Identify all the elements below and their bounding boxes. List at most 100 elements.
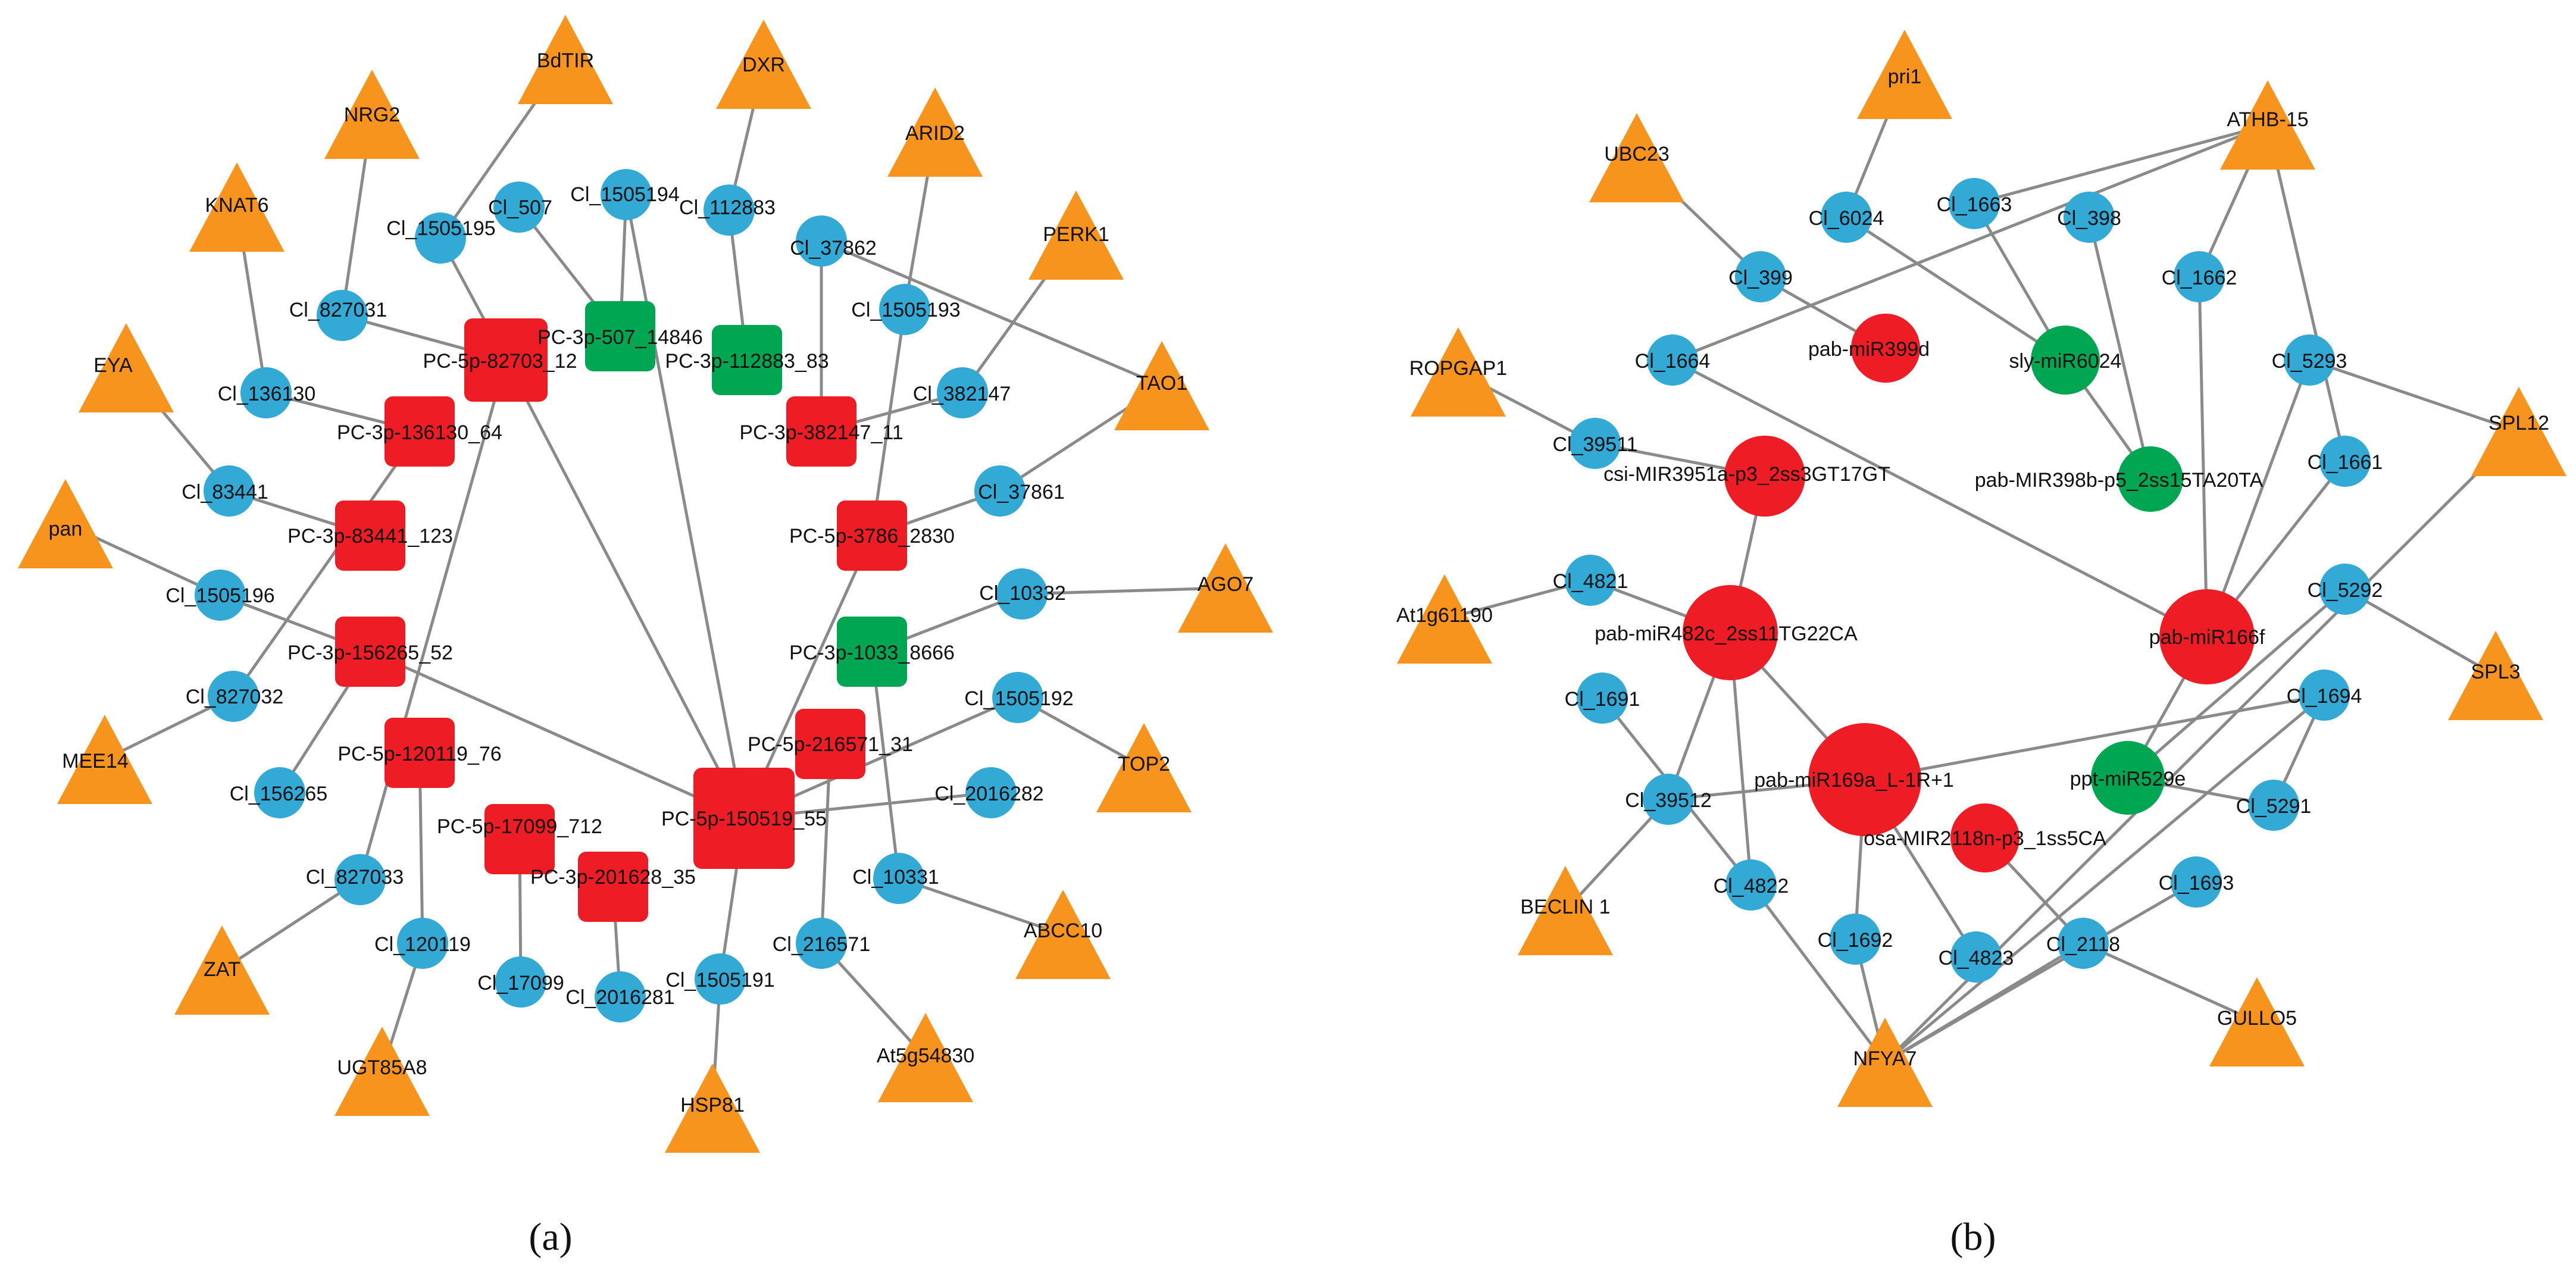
- node-cl-4822-label: Cl_4822: [1714, 875, 1789, 897]
- node-at1g61190-triangle: [1397, 574, 1492, 664]
- node-cl-83441-circle: [204, 465, 255, 517]
- edge-zat-cl-827033: [221, 878, 361, 972]
- node-cl-1664-label: Cl_1664: [1635, 350, 1711, 373]
- node-cl-2016282-label: Cl_2016282: [934, 783, 1043, 805]
- node-cl-156265-label: Cl_156265: [230, 783, 327, 805]
- node-zat-label: ZAT: [204, 958, 240, 981]
- node-pab-mir399d-circle: [1851, 314, 1920, 383]
- edge-cl-1663-athb-15: [1974, 123, 2268, 205]
- node-cl-1691-label: Cl_1691: [1565, 688, 1640, 711]
- node-cl-39511-circle: [1570, 418, 1621, 469]
- node-cl-2118-label: Cl_2118: [2046, 933, 2120, 956]
- node-cl-5292-circle: [2319, 564, 2371, 615]
- node-pab-mir166f-label: pab-miR166f: [2149, 626, 2265, 649]
- node-beclin-1-label: BECLIN 1: [1520, 896, 1610, 918]
- node-cl-1505191-label: Cl_1505191: [665, 969, 774, 991]
- node-cl-4821-circle: [1565, 555, 1616, 606]
- node-gullo5-label: GULLO5: [2217, 1007, 2297, 1030]
- node-cl-1693-label: Cl_1693: [2159, 872, 2234, 894]
- node-pc-3p-112883-83-label: PC-3p-112883_83: [665, 350, 829, 373]
- node-pc-5p-150519-55-square: [693, 768, 795, 869]
- node-ago7-triangle: [1178, 543, 1273, 633]
- node-cl-6024-label: Cl_6024: [1809, 207, 1884, 230]
- node-pab-mir482c-2ss11tg22ca-label: pab-miR482c_2ss11TG22CA: [1595, 623, 1858, 645]
- edge-athb-15-cl-1664: [1672, 123, 2268, 362]
- node-sly-mir6024-label: sly-miR6024: [2009, 350, 2122, 373]
- node-cl-156265-circle: [254, 767, 305, 818]
- node-cl-1692-circle: [1830, 914, 1881, 965]
- node-eya-label: EYA: [93, 354, 133, 377]
- node-perk1-label: PERK1: [1043, 223, 1109, 246]
- node-pc-3p-83441-123-square: [335, 501, 405, 571]
- node-pan-triangle: [18, 479, 113, 568]
- node-pc-3p-1033-8666-label: PC-3p-1033_8666: [789, 642, 955, 664]
- edge-cl-5292-spl3: [2344, 587, 2497, 677]
- node-cl-507-label: Cl_507: [488, 196, 552, 219]
- node-cl-1505193-circle: [879, 284, 930, 335]
- node-pc-5p-216571-31-square: [795, 709, 865, 779]
- node-perk1-triangle: [1028, 190, 1124, 280]
- node-cl-10332-label: Cl_10332: [979, 582, 1066, 605]
- node-bdtir-label: BdTIR: [537, 49, 594, 72]
- node-cl-399-label: Cl_399: [1728, 267, 1793, 289]
- node-at1g61190-label: At1g61190: [1396, 604, 1493, 627]
- node-dxr-label: DXR: [742, 54, 785, 76]
- node-cl-5291-circle: [2248, 780, 2299, 831]
- edge-pc-3p-1033-8666-cl-10331: [870, 651, 901, 879]
- node-cl-1692-label: Cl_1692: [1818, 929, 1893, 952]
- node-abcc10-label: ABCC10: [1024, 919, 1102, 942]
- node-eya-triangle: [79, 323, 174, 412]
- node-pc-3p-382147-11-label: PC-3p-382147_11: [739, 421, 903, 444]
- node-pc-5p-120119-76-square: [384, 718, 455, 788]
- node-cl-5292-label: Cl_5292: [2308, 579, 2383, 602]
- node-cl-5291-label: Cl_5291: [2236, 795, 2312, 818]
- node-cl-37861-label: Cl_37861: [978, 481, 1065, 503]
- edge-cl-1505194-pc-5p-150519-55: [624, 194, 746, 819]
- node-cl-5293-circle: [2284, 334, 2335, 386]
- node-cl-399-circle: [1735, 251, 1786, 302]
- node-abcc10-triangle: [1015, 890, 1111, 979]
- edge-cl-1664-pab-mir166f: [1671, 358, 2208, 639]
- node-ropgap1-triangle: [1411, 327, 1506, 417]
- node-pc-5p-3786-2830-label: PC-5p-3786_2830: [789, 525, 955, 548]
- node-knat6-label: KNAT6: [205, 194, 268, 217]
- node-pc-5p-17099-712-square: [484, 804, 555, 874]
- edge-cl-5293-spl12: [2309, 358, 2519, 433]
- node-pc-3p-83441-123-label: PC-3p-83441_123: [287, 525, 453, 548]
- node-arid2-label: ARID2: [905, 122, 965, 145]
- node-knat6-triangle: [189, 162, 285, 252]
- node-cl-1505196-circle: [195, 570, 246, 621]
- node-ropgap1-label: ROPGAP1: [1409, 357, 1507, 380]
- node-hsp81-label: HSP81: [680, 1094, 745, 1116]
- node-ubc23-label: UBC23: [1604, 143, 1670, 165]
- node-at5g54830-triangle: [878, 1013, 973, 1102]
- node-cl-1505196-label: Cl_1505196: [165, 584, 274, 607]
- node-pc-3p-156265-52-label: PC-3p-156265_52: [287, 642, 453, 664]
- node-athb-15-label: ATHB-15: [2227, 108, 2308, 131]
- edge-cl-10331-abcc10: [898, 877, 1064, 936]
- node-cl-398-circle: [2064, 192, 2115, 243]
- node-cl-2016281-circle: [595, 971, 646, 1022]
- node-cl-1661-label: Cl_1661: [2308, 451, 2383, 474]
- node-cl-507-circle: [493, 182, 545, 233]
- node-spl3-triangle: [2448, 631, 2543, 720]
- node-cl-1505194-circle: [601, 169, 652, 220]
- node-cl-827031-label: Cl_827031: [289, 299, 387, 321]
- edge-cl-2118-gullo5: [2082, 942, 2258, 1024]
- node-pc-3p-507-14846-square: [585, 301, 655, 371]
- node-pc-3p-156265-52-square: [335, 617, 405, 687]
- node-pc-3p-201628-35-label: PC-3p-201628_35: [530, 866, 696, 889]
- node-cl-1505192-circle: [992, 672, 1043, 723]
- node-pc-3p-1033-8666-square: [837, 617, 907, 687]
- edge-cl-827032-pc-3p-136130-64: [232, 430, 421, 698]
- node-tao1-label: TAO1: [1136, 372, 1187, 395]
- node-ppt-mir529e-label: ppt-miR529e: [2070, 768, 2186, 790]
- node-cl-1505195-circle: [415, 212, 466, 264]
- edge-pab-mir169a-l-1r-1-cl-1694: [1864, 693, 2325, 781]
- edge-cl-1694-nfya7: [1884, 694, 2325, 1064]
- node-cl-827031-circle: [317, 290, 368, 341]
- edge-pc-5p-82703-12-pc-5p-150519-55: [504, 359, 746, 820]
- node-cl-10331-circle: [873, 853, 924, 904]
- node-ppt-mir529e-circle: [2091, 741, 2165, 815]
- node-pri1-label: pri1: [1888, 65, 1922, 88]
